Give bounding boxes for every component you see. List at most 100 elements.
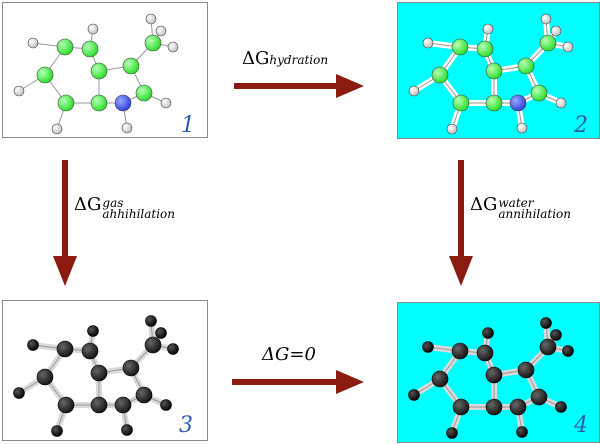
hydrogen-atom	[27, 37, 39, 49]
carbon-atom	[122, 57, 140, 75]
hydrogen-atom	[87, 325, 99, 337]
carbon-atom	[135, 386, 153, 404]
carbon-atom	[476, 344, 494, 362]
label-gas-delta: ΔG	[74, 194, 102, 215]
carbon-atom	[485, 398, 503, 416]
molecule-panel-4: 4	[397, 302, 600, 443]
hydrogen-atom	[51, 425, 63, 437]
carbon-atom	[452, 398, 470, 416]
carbon-atom	[81, 342, 99, 360]
carbon-atom	[144, 336, 162, 354]
carbon-atom	[530, 388, 548, 406]
hydrogen-atom	[145, 315, 157, 327]
hydrogen-atom	[550, 25, 562, 37]
carbon-atom	[530, 84, 548, 102]
carbon-atom	[57, 94, 75, 112]
hydrogen-atom	[13, 387, 25, 399]
label-hydration-delta: ΔG	[242, 48, 270, 69]
hydrogen-atom	[482, 23, 494, 35]
carbon-atom	[485, 62, 503, 80]
carbon-atom	[90, 396, 108, 414]
panel-number-2: 2	[574, 113, 588, 138]
hydrogen-atom	[516, 122, 528, 134]
carbon-atom	[135, 84, 153, 102]
hydrogen-atom	[13, 85, 25, 97]
label-water-subscript: annihilation	[498, 207, 572, 221]
hydrogen-atom	[160, 97, 172, 109]
carbon-atom	[122, 359, 140, 377]
carbon-atom	[539, 34, 557, 52]
nitrogen-atom	[114, 94, 132, 112]
nitrogen-atom	[509, 94, 527, 112]
hydrogen-atom	[155, 25, 167, 37]
molecule-full-water	[408, 13, 574, 135]
hydrogen-atom	[540, 317, 552, 329]
carbon-atom	[451, 342, 469, 360]
hydrogen-atom	[27, 339, 39, 351]
label-hydration-subscript: hydration	[269, 53, 329, 67]
hydrogen-atom	[555, 401, 567, 413]
carbon-atom	[451, 38, 469, 56]
hydrogen-atom	[446, 427, 458, 439]
carbon-atom	[56, 340, 74, 358]
arrow-hydration	[234, 74, 364, 98]
arrow-gas-annihilation	[53, 160, 77, 286]
molecule-annihilated-water	[408, 317, 574, 439]
carbon-atom	[476, 40, 494, 58]
panel-number-3: 3	[179, 413, 193, 438]
carbon-atom	[90, 364, 108, 382]
hydrogen-atom	[516, 426, 528, 438]
hydrogen-atom	[408, 85, 420, 97]
panel-number-1: 1	[181, 113, 195, 138]
hydrogen-atom	[160, 399, 172, 411]
carbon-atom	[56, 38, 74, 56]
label-water-superscript: water	[498, 196, 534, 210]
carbon-atom	[431, 370, 449, 388]
hydrogen-atom	[422, 37, 434, 49]
carbon-atom	[517, 57, 535, 75]
hydrogen-atom	[121, 424, 133, 436]
hydrogen-atom	[482, 327, 494, 339]
hydrogen-atom	[167, 343, 179, 355]
carbon-atom	[144, 34, 162, 52]
molecule-panel-1: 1	[2, 2, 208, 138]
hydrogen-atom	[121, 122, 133, 134]
carbon-atom	[57, 396, 75, 414]
panel-number-4: 4	[574, 413, 588, 438]
carbon-atom	[485, 366, 503, 384]
hydrogen-atom	[550, 329, 562, 341]
carbon-atom	[90, 62, 108, 80]
carbon-atom	[517, 361, 535, 379]
molecule-annihilated-gas	[13, 315, 179, 437]
label-hydration: ΔGhydration	[242, 48, 328, 69]
carbon-atom	[485, 94, 503, 112]
hydrogen-atom	[555, 97, 567, 109]
carbon-atom	[539, 338, 557, 356]
carbon-atom	[81, 40, 99, 58]
hydrogen-atom	[562, 345, 574, 357]
molecule-panel-3: 3	[2, 300, 208, 441]
label-water-delta: ΔG	[470, 194, 498, 215]
hydrogen-atom	[87, 23, 99, 35]
nitrogen-atom	[509, 398, 527, 416]
arrow-zero	[232, 370, 364, 394]
hydrogen-atom	[408, 389, 420, 401]
carbon-atom	[431, 66, 449, 84]
label-zero-text: ΔG=0	[262, 344, 316, 365]
hydrogen-atom	[155, 327, 167, 339]
hydrogen-atom	[446, 123, 458, 135]
nitrogen-atom	[114, 396, 132, 414]
label-zero: ΔG=0	[262, 344, 316, 365]
hydrogen-atom	[422, 341, 434, 353]
hydrogen-atom	[51, 123, 63, 135]
hydrogen-atom	[540, 13, 552, 25]
molecule-full-gas	[13, 13, 179, 135]
carbon-atom	[36, 368, 54, 386]
label-gas-subscript: ahhihilation	[102, 207, 176, 221]
carbon-atom	[452, 94, 470, 112]
molecule-panel-2: 2	[397, 2, 600, 139]
